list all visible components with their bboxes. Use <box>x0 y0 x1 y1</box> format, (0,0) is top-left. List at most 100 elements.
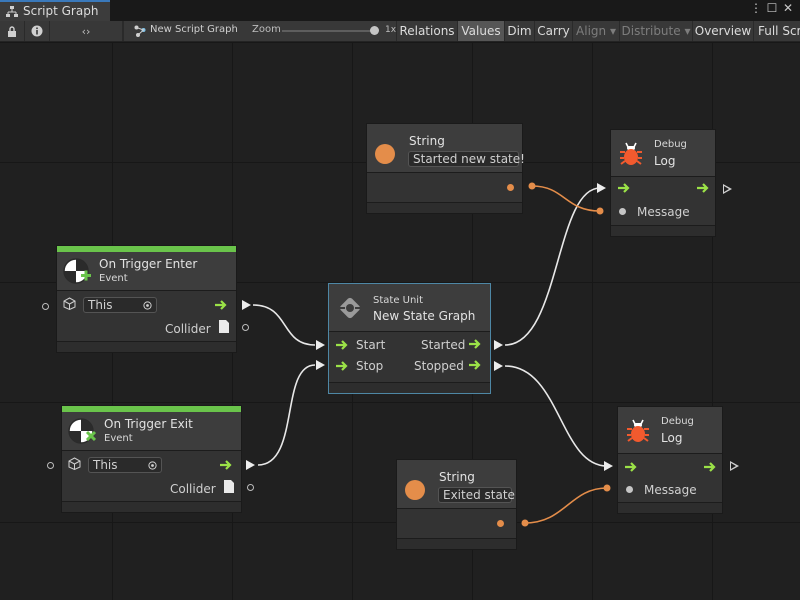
string-value-field[interactable]: Started new state! <box>408 151 525 167</box>
target-input-port[interactable] <box>47 462 54 469</box>
document-icon <box>224 480 234 493</box>
node-title: New State Graph <box>373 309 476 323</box>
bug-icon <box>620 142 642 165</box>
bug-icon <box>627 419 649 442</box>
value-connection <box>531 185 601 212</box>
lock-button[interactable] <box>0 21 25 41</box>
state-unit-node[interactable]: State Unit New State Graph Start Started… <box>328 283 491 394</box>
node-title: Log <box>661 431 683 445</box>
collider-label: Collider <box>170 482 216 496</box>
node-title: Log <box>654 154 676 168</box>
node-title: String <box>409 134 445 148</box>
overview-button[interactable]: Overview <box>693 21 754 41</box>
values-button[interactable]: Values <box>458 21 505 41</box>
flow-output-port[interactable] <box>723 184 732 194</box>
tab-title: Script Graph <box>23 4 99 18</box>
code-icon: ‹› <box>81 24 91 38</box>
value-connection <box>524 487 608 524</box>
target-input-port[interactable] <box>42 303 49 310</box>
stop-input-label: Stop <box>356 359 384 373</box>
node-subtitle: Debug <box>654 139 687 150</box>
flow-input-arrow-icon[interactable] <box>625 462 639 472</box>
tab-script-graph[interactable]: Script Graph <box>0 0 110 21</box>
flow-output-arrow-icon[interactable] <box>704 462 718 472</box>
graph-icon <box>6 6 18 17</box>
collider-output-port[interactable] <box>242 324 249 331</box>
relations-button[interactable]: Relations <box>397 21 458 41</box>
distribute-dropdown[interactable]: Distribute ▾ <box>620 21 693 41</box>
target-value: This <box>93 458 118 472</box>
message-label: Message <box>637 205 690 219</box>
flow-connection <box>504 365 608 467</box>
window-controls: ⋮ ☐ ✕ <box>748 1 796 15</box>
string-output-port[interactable] <box>507 184 514 191</box>
flow-output-arrow-icon[interactable] <box>697 183 711 193</box>
tab-bar: Script Graph ⋮ ☐ ✕ <box>0 0 800 21</box>
document-icon <box>219 320 229 333</box>
debug-log-node[interactable]: Debug Log Message <box>610 129 716 237</box>
on-trigger-exit-node[interactable]: On Trigger Exit Event This Collider <box>61 405 242 513</box>
info-icon <box>31 25 43 37</box>
collider-output-port[interactable] <box>247 484 254 491</box>
flow-output-arrow-icon[interactable] <box>220 460 234 470</box>
flow-connection <box>504 187 601 346</box>
flow-output-arrow-icon[interactable] <box>469 339 483 349</box>
graph-nodes-icon <box>134 25 146 37</box>
flow-output-arrow-icon[interactable] <box>215 300 229 310</box>
graph-info-bar: New Script Graph Zoom 1x <box>123 21 397 41</box>
string-literal-node[interactable]: String Exited state <box>396 459 517 550</box>
on-trigger-enter-node[interactable]: On Trigger Enter Event This Collider <box>56 245 237 353</box>
object-picker-icon[interactable] <box>148 461 157 470</box>
code-view-button[interactable]: ‹› <box>50 21 123 41</box>
zoom-slider-track[interactable] <box>282 30 374 32</box>
target-field[interactable]: This <box>88 457 162 473</box>
stopped-output-label: Stopped <box>414 359 464 373</box>
graph-toolbar: ‹› New Script Graph Zoom 1x Relations Va… <box>0 21 800 42</box>
flow-input-arrow-icon[interactable] <box>336 361 350 371</box>
message-port-dot <box>619 208 626 215</box>
flow-connection <box>252 304 316 346</box>
carry-button[interactable]: Carry <box>535 21 573 41</box>
align-dropdown[interactable]: Align ▾ <box>573 21 620 41</box>
object-picker-icon[interactable] <box>143 301 152 310</box>
flow-output-arrow-icon[interactable] <box>469 360 483 370</box>
target-value: This <box>88 298 113 312</box>
string-literal-node[interactable]: String Started new state! <box>366 123 525 214</box>
message-port-dot <box>626 486 633 493</box>
trigger-exit-icon <box>68 418 96 444</box>
maximize-icon[interactable]: ☐ <box>766 1 778 15</box>
node-title: On Trigger Exit <box>104 417 193 431</box>
message-label: Message <box>644 483 697 497</box>
dim-button[interactable]: Dim <box>505 21 535 41</box>
fullscreen-button[interactable]: Full Scr <box>758 24 800 38</box>
zoom-slider-handle[interactable] <box>370 26 379 35</box>
connections-layer <box>242 182 613 527</box>
graph-name: New Script Graph <box>150 24 238 35</box>
more-options-icon[interactable]: ⋮ <box>750 1 762 15</box>
state-unit-icon <box>339 297 361 319</box>
zoom-value: 1x <box>385 25 397 35</box>
string-output-port[interactable] <box>497 520 504 527</box>
string-type-icon <box>375 144 395 164</box>
flow-connection <box>257 364 316 466</box>
string-value-field[interactable]: Exited state <box>438 487 515 503</box>
zoom-label: Zoom <box>252 24 281 35</box>
flow-input-arrow-icon[interactable] <box>618 183 632 193</box>
graph-canvas[interactable]: String Started new state! Debug Log Mess… <box>0 42 800 600</box>
flow-output-port[interactable] <box>730 461 739 471</box>
flow-input-arrow-icon[interactable] <box>336 340 350 350</box>
info-button[interactable] <box>25 21 50 41</box>
started-output-label: Started <box>421 338 466 352</box>
node-title: On Trigger Enter <box>99 257 198 271</box>
node-subtitle: State Unit <box>373 295 424 306</box>
collider-label: Collider <box>165 322 211 336</box>
node-subtitle: Event <box>99 273 128 284</box>
debug-log-node[interactable]: Debug Log Message <box>617 406 723 514</box>
trigger-enter-icon <box>63 258 91 284</box>
lock-icon <box>8 25 16 37</box>
node-title: String <box>439 470 475 484</box>
close-icon[interactable]: ✕ <box>782 1 794 15</box>
game-object-icon <box>63 297 76 310</box>
node-subtitle: Event <box>104 433 133 444</box>
target-field[interactable]: This <box>83 297 157 313</box>
